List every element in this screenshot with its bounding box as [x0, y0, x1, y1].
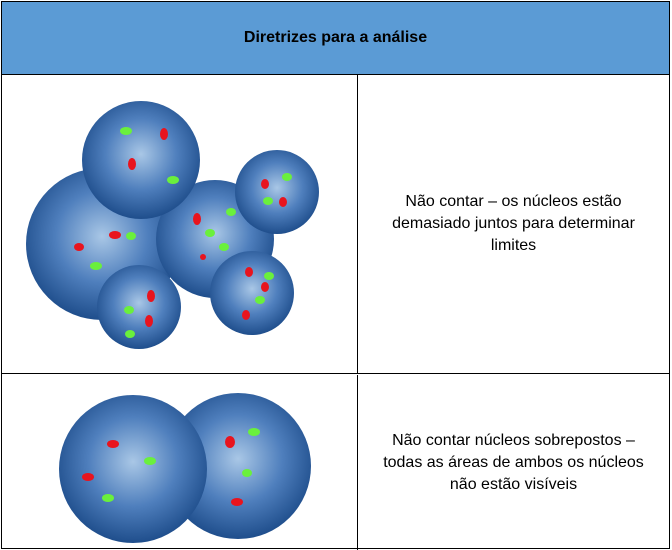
- overlapping-nuclei-illustration: [2, 375, 358, 550]
- guideline-text-cell: Não contar – os núcleos estão demasiado …: [358, 75, 669, 373]
- table-row: Não contar – os núcleos estão demasiado …: [2, 75, 669, 374]
- nucleus-bottom-left: [97, 265, 181, 349]
- signal-dots: [82, 428, 260, 506]
- guideline-text: Não contar – os núcleos estão demasiado …: [392, 193, 635, 254]
- nucleus-bottom-right: [210, 251, 294, 335]
- nucleus-top-right: [235, 150, 319, 234]
- table-header: Diretrizes para a análise: [2, 2, 669, 75]
- table-row: Não contar núcleos sobrepostos – todas a…: [2, 375, 669, 550]
- nuclei-cluster-image: [26, 101, 319, 349]
- nucleus-left: [59, 395, 207, 543]
- nucleus-right: [165, 393, 311, 539]
- nuclei-cluster-illustration: [2, 75, 358, 373]
- overlapping-nuclei-image: [59, 393, 311, 543]
- signal-dots: [74, 127, 292, 338]
- table-header-title: Diretrizes para a análise: [243, 29, 428, 46]
- guideline-text: Não contar núcleos sobrepostos – todas a…: [383, 431, 644, 493]
- guideline-text-cell: Não contar núcleos sobrepostos – todas a…: [358, 375, 669, 550]
- nucleus-top: [82, 101, 200, 219]
